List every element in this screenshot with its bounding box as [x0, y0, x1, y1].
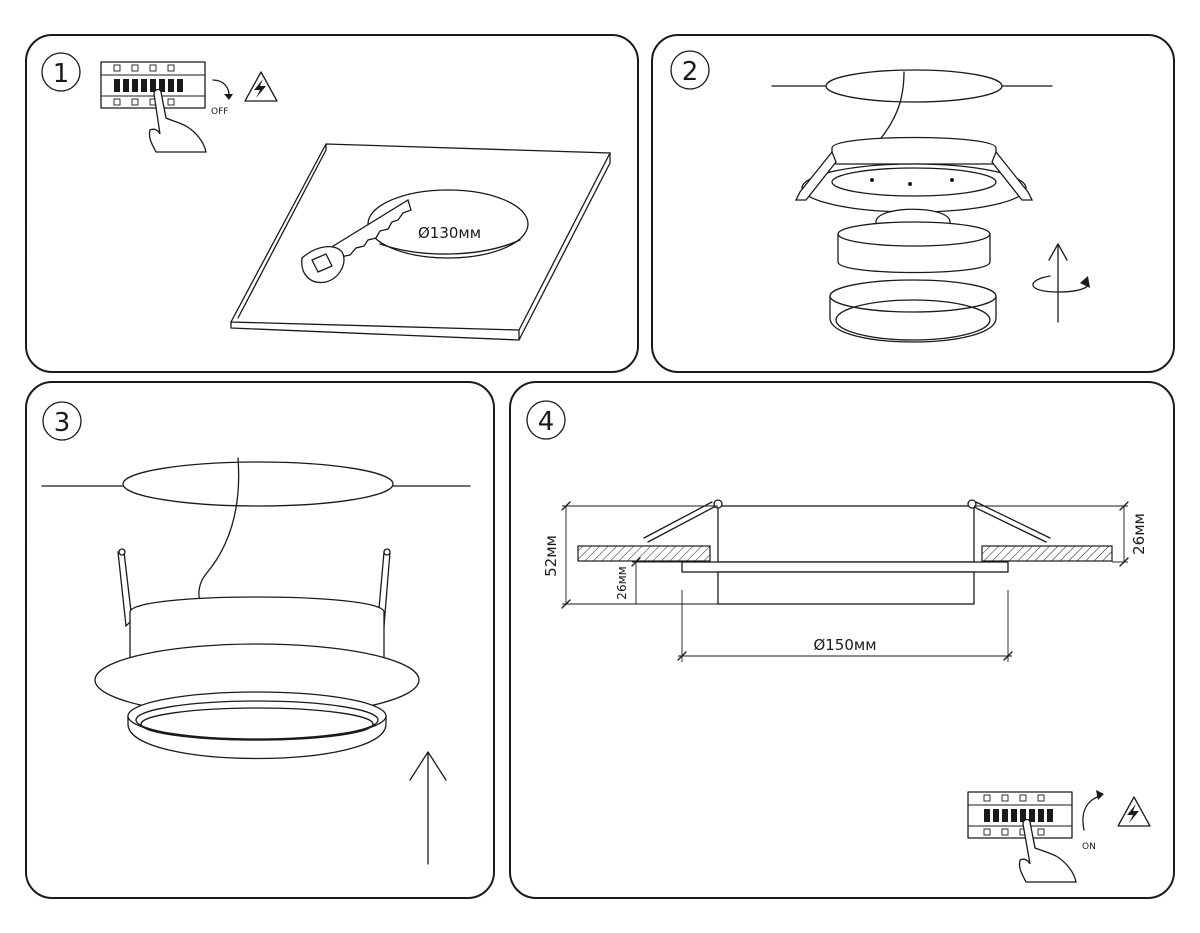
assembled-luminaire [94, 596, 420, 760]
luminaire-body [717, 505, 975, 563]
circuit-breaker-icon [100, 61, 206, 109]
switch-off-label: OFF [211, 107, 228, 117]
cutout-edge [379, 239, 521, 255]
svg-text:4: 4 [538, 407, 555, 437]
hand-pointer-icon [1018, 818, 1077, 883]
step-3-panel: 3 [25, 381, 495, 899]
step-2-number: 2 [670, 50, 710, 90]
up-arrow-icon [1048, 243, 1068, 323]
dimension-height-top: 26мм [1130, 513, 1148, 555]
hand-pointer-icon [148, 88, 207, 153]
dimension-diameter: Ø150мм [813, 636, 876, 654]
lens-ring [829, 279, 997, 343]
hole-diameter-label: Ø130мм [418, 224, 481, 242]
lamp-module [837, 208, 991, 274]
luminaire-lens [717, 571, 975, 605]
circuit-breaker-icon [967, 791, 1073, 839]
saw-icon [301, 199, 412, 284]
step-4-number: 4 [526, 400, 566, 440]
ceiling-hole [825, 69, 1003, 103]
switch-on-label: ON [1082, 842, 1096, 852]
mounting-ring [794, 136, 1034, 213]
up-arrow-icon [409, 751, 447, 865]
step-1-panel: 1 OFF [25, 34, 639, 373]
step-1-number: 1 [41, 52, 81, 92]
dimension-height-bottom: 26мм [615, 566, 629, 599]
power-cable [877, 71, 905, 143]
power-cable [198, 457, 240, 605]
step-3-number: 3 [42, 401, 82, 441]
svg-text:3: 3 [54, 408, 71, 438]
dimension-height-total: 52мм [542, 535, 560, 577]
ceiling-hole [122, 461, 394, 507]
svg-text:1: 1 [53, 59, 70, 89]
step-2-panel: 2 [651, 34, 1175, 373]
high-voltage-warning-icon [244, 71, 278, 102]
ceiling-section-left [577, 545, 711, 562]
luminaire-flange [681, 561, 1009, 573]
step-4-panel: 4 52мм 26м [509, 381, 1175, 899]
svg-text:2: 2 [682, 57, 699, 87]
switch-on-arrow [1082, 795, 1101, 831]
high-voltage-warning-icon [1117, 796, 1151, 827]
dimension-lines [561, 501, 1129, 662]
ceiling-section-right [981, 545, 1113, 562]
